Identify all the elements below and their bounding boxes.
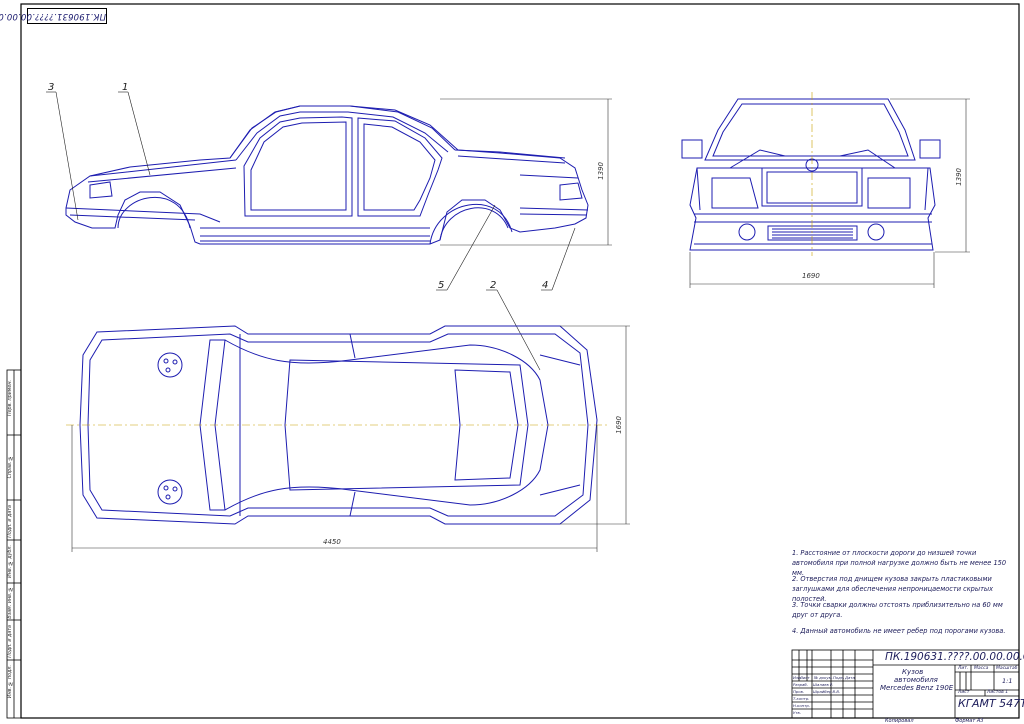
dim-top-width: 1690 [615,416,623,434]
rotated-drawing-code-text: ПК.190631.????.00.00.00.СБ [0,11,106,21]
title-block-name-2: автомобиля [894,676,938,684]
title-block-col-lit: Лит. [958,666,969,671]
side-stamp-6: Подп. и дата [8,625,13,658]
title-block-name-1: Кузов [902,668,924,676]
title-block-code: ПК.190631.????.00.00.00.СБ [885,651,1024,663]
dim-side-height: 1390 [597,162,605,180]
front-view [681,98,941,251]
side-stamp-3: Подп. и дата [8,505,13,538]
sheet-frame [20,3,1020,719]
dim-width: 1690 [802,272,820,280]
title-block-tcontrol-label: Т.контр. [793,696,810,701]
left-stamp-strip [6,369,22,719]
title-block-checker-label: Пров. [793,689,805,694]
top-view-dimension [71,325,630,552]
dim-length: 4450 [323,538,341,546]
title-block-developer-label: Разраб. [793,682,808,687]
side-view [65,105,589,245]
side-stamp-1: Перв. примен. [8,380,13,417]
title-block-grid [791,649,1020,719]
leader-2: 2 [490,280,497,291]
side-stamp-4: Инв. № дубл. [8,545,13,578]
title-block-developer: Шалаев Р. [813,682,834,687]
title-block-name-3: Mercedes Benz 190E [880,684,954,692]
dim-front-height: 1390 [955,168,963,186]
note-1: 1. Расстояние от плоскости дороги до низ… [792,549,1007,577]
side-stamp-7: Инв. № подл. [8,665,13,699]
title-block-row-doc: № докум. [814,675,833,680]
title-block-row-date: Дата [845,675,855,680]
leader-1: 1 [122,82,129,93]
title-block-row-sign: Подп. [833,675,845,680]
leader-3: 3 [48,82,55,93]
side-stamp-5: Взам. инв. № [8,586,13,619]
title-block-approved-label: Утв. [793,710,801,715]
title-block-scale: 1:1 [1002,677,1013,685]
note-4: 4. Данный автомобиль не имеет ребер под … [792,627,1006,635]
title-block-row-change: Изм. [793,675,802,680]
title-block-sheets: Листов 1 [987,690,1009,695]
note-3: 3. Точки сварки должны отстоять приблизи… [792,601,1003,619]
title-block-col-scale: Масштаб [996,666,1018,671]
title-block-row-sheet: Лист [800,675,810,680]
side-stamp-2: Справ. № [8,455,13,479]
front-view-dimension [689,98,970,288]
note-2: 2. Отверстия под днищем кузова закрыть п… [792,575,994,603]
title-block-copied: Копировал [885,718,914,724]
title-block-checker: Шрайбер В.В. [813,689,841,694]
rotated-drawing-code: ПК.190631.????.00.00.00.СБ [0,8,107,24]
leader-5: 5 [438,280,445,291]
side-view-leaders [46,91,576,371]
title-block-ncontrol-label: Н.контр. [793,703,810,708]
side-view-dimension [440,98,612,246]
title-block-sheet: Лист [958,690,970,695]
title-block-format: Формат А3 [955,718,984,724]
title-block-org: КГАМТ 547Тк [958,697,1024,710]
leader-4: 4 [542,280,549,291]
title-block-col-mass: Масса [974,666,989,671]
